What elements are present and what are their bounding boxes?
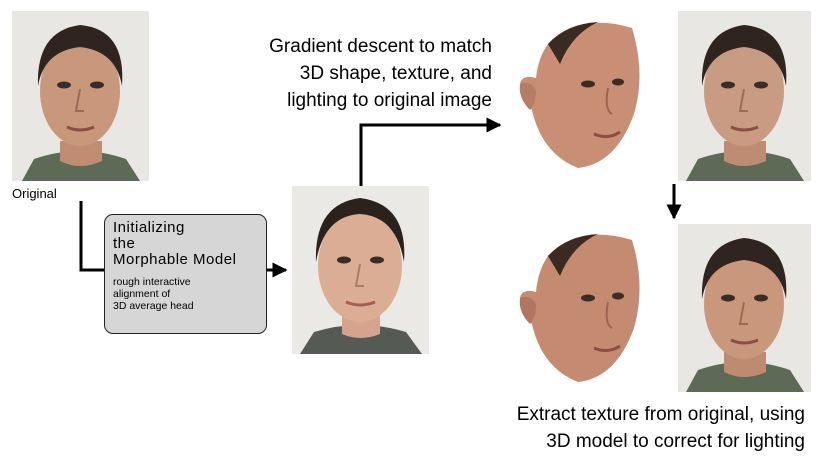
fitted-3d-head-top: [508, 14, 650, 174]
3d-head-illustration: [519, 22, 640, 168]
3d-head-illustration: [519, 234, 640, 382]
face-illustration: [678, 224, 811, 392]
textured-3d-head-bottom: [508, 224, 650, 388]
average-head-photo: [292, 186, 429, 354]
gradient-label-line: Gradient descent to match: [269, 36, 492, 57]
init-sub-line: 3D average head: [113, 300, 194, 312]
corrected-photo-bottom: [678, 224, 811, 392]
face-illustration: [12, 11, 149, 181]
gradient-label-line: lighting to original image: [287, 90, 492, 111]
extract-label-line: 3D model to correct for lighting: [546, 431, 805, 452]
init-title-line: the: [113, 235, 136, 252]
gradient-label-line: 3D shape, texture, and: [299, 63, 492, 84]
arrow-original-to-box: [79, 201, 104, 272]
original-photo: [12, 11, 149, 181]
extract-texture-label: Extract texture from original, using 3D …: [430, 401, 805, 455]
init-box-title: Initializing the Morphable Model: [113, 220, 258, 268]
gradient-descent-label: Gradient descent to match 3D shape, text…: [210, 33, 492, 114]
init-box-subtitle: rough interactive alignment of 3D averag…: [113, 276, 258, 312]
init-title-line: Morphable Model: [113, 251, 237, 268]
init-sub-line: alignment of: [113, 288, 171, 300]
fitted-photo-top: [678, 11, 811, 181]
face-illustration: [678, 11, 811, 181]
arrow-average-to-fit: [359, 117, 502, 186]
original-caption: Original: [12, 186, 57, 201]
init-title-line: Initializing: [113, 219, 185, 236]
extract-label-line: Extract texture from original, using: [516, 404, 805, 425]
init-morphable-model-box: Initializing the Morphable Model rough i…: [104, 214, 267, 334]
average-face-illustration: [292, 186, 429, 354]
init-sub-line: rough interactive: [113, 276, 191, 288]
